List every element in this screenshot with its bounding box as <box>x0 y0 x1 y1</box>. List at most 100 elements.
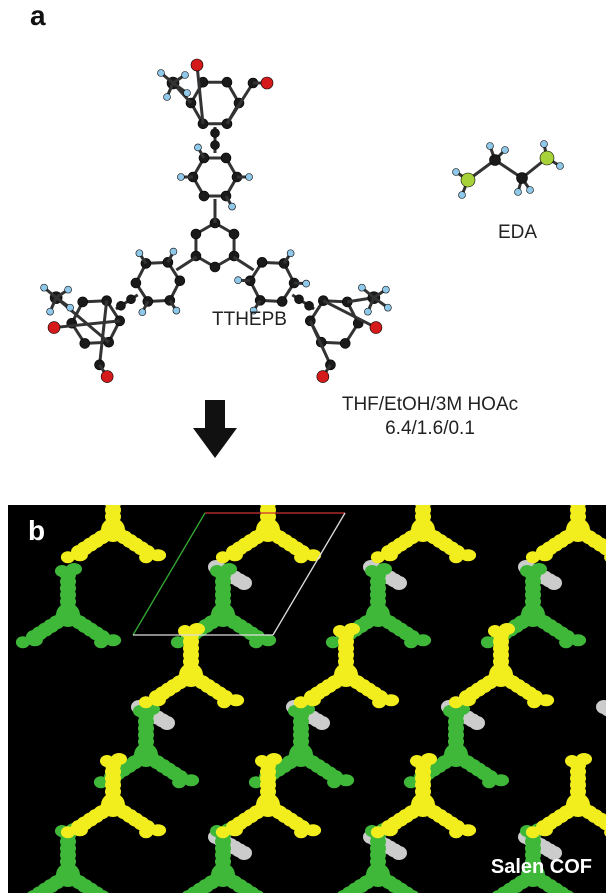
cof-end-group <box>221 563 237 575</box>
cof-end-group <box>333 625 347 637</box>
hydrogen-atom <box>228 202 236 211</box>
cof-end-group <box>565 755 579 767</box>
carbon-atom <box>209 261 221 273</box>
cof-yellow-unit <box>570 505 586 511</box>
salen-cof-label: Salen COF <box>490 856 592 878</box>
cof-end-group <box>459 694 476 707</box>
hydrogen-atom <box>169 247 178 256</box>
cof-end-group <box>488 625 502 637</box>
cof-end-group <box>138 696 153 709</box>
cof-green-unit <box>492 890 506 893</box>
carbon-atom <box>130 277 142 289</box>
cof-end-group <box>410 755 424 767</box>
carbon-atom <box>489 154 501 166</box>
cof-core <box>489 663 513 687</box>
cof-white-linker <box>159 716 175 730</box>
reaction-conditions: THF/EtOH/3M HOAc 6.4/1.6/0.1 <box>300 393 560 441</box>
cof-end-group <box>403 776 418 789</box>
cof-end-group <box>536 549 553 562</box>
cof-core <box>444 743 468 767</box>
hydrogen-atom <box>40 283 48 292</box>
cof-end-group <box>383 694 400 707</box>
conditions-ratio: 6.4/1.6/0.1 <box>385 418 475 439</box>
cof-yellow-unit <box>260 505 276 511</box>
cof-structure <box>15 505 606 893</box>
cof-end-group <box>226 824 243 837</box>
cof-end-group <box>60 826 75 839</box>
hydrogen-atom <box>163 93 171 101</box>
cof-end-group <box>448 696 463 709</box>
cof-end-group <box>327 776 342 789</box>
cof-end-group <box>370 826 385 839</box>
carbon-atom <box>276 296 288 307</box>
cof-end-group <box>404 636 419 649</box>
carbon-atom <box>198 190 210 202</box>
carbon-atom <box>228 228 240 240</box>
cof-end-group <box>94 636 109 649</box>
cof-end-group <box>370 551 385 564</box>
cof-white-linker <box>546 576 562 590</box>
cof-green-unit <box>27 890 41 893</box>
carbon-atom <box>77 296 89 308</box>
cof-green-unit <box>337 890 351 893</box>
cof-end-group <box>260 634 277 647</box>
cof-core <box>56 603 80 627</box>
panel-b: b Salen COF <box>8 505 606 893</box>
cof-white-linker <box>236 846 252 860</box>
hydrogen-atom <box>501 146 509 154</box>
carbon-atom <box>304 300 314 311</box>
cof-end-group <box>294 551 309 564</box>
cof-end-group <box>372 696 387 709</box>
cof-white-linker <box>236 576 252 590</box>
hydrogen-atom <box>66 303 74 312</box>
hydrogen-atom <box>177 173 185 181</box>
cof-end-group <box>66 563 82 575</box>
cof-end-group <box>381 549 398 562</box>
tthepb-label: TTHEPB <box>212 309 287 330</box>
hydrogen-atom <box>194 143 202 152</box>
hydrogen-atom <box>138 308 147 317</box>
cof-end-group <box>538 694 555 707</box>
cof-end-group <box>249 636 264 649</box>
cof-core <box>179 663 203 687</box>
cof-yellow-unit <box>105 505 121 511</box>
cof-green-unit <box>95 890 109 893</box>
cof-end-group <box>183 774 200 787</box>
hydrogen-atom <box>486 142 494 150</box>
cof-core <box>566 518 590 542</box>
cof-end-group <box>520 565 534 577</box>
cof-green-unit <box>560 890 574 893</box>
cof-white-linker <box>314 716 330 730</box>
hydrogen-atom <box>286 249 295 258</box>
cof-end-group <box>531 563 547 575</box>
cof-end-group <box>189 623 205 635</box>
eda-molecule <box>452 140 564 199</box>
cof-core <box>566 793 590 817</box>
hydrogen-atom <box>183 89 191 97</box>
carbon-atom <box>126 294 136 305</box>
cof-white-linker <box>391 846 407 860</box>
cof-end-group <box>415 634 432 647</box>
carbon-atom <box>190 228 202 240</box>
cof-end-group <box>228 694 245 707</box>
cof-end-group <box>305 549 322 562</box>
hydrogen-atom <box>514 188 522 196</box>
nitrogen-atom <box>539 150 555 166</box>
hydrogen-atom <box>302 279 310 288</box>
hydrogen-atom <box>172 306 181 315</box>
carbon-atom <box>210 140 220 150</box>
cof-end-group <box>499 623 515 635</box>
cof-core <box>211 603 235 627</box>
cof-end-group <box>255 755 269 767</box>
cof-end-group <box>60 551 75 564</box>
cof-end-group <box>248 776 263 789</box>
oxygen-atom <box>369 321 383 334</box>
cof-end-group <box>133 705 147 717</box>
hydrogen-atom <box>64 285 72 294</box>
cof-end-group <box>139 826 154 839</box>
cof-end-group <box>226 549 243 562</box>
cof-green-unit <box>182 890 196 893</box>
cof-end-group <box>105 634 122 647</box>
hydrogen-atom <box>157 69 165 77</box>
panel-a: a TTHEPB EDA THF/EtOH/3M HOAc 6.4/1.6/0.… <box>30 0 564 458</box>
